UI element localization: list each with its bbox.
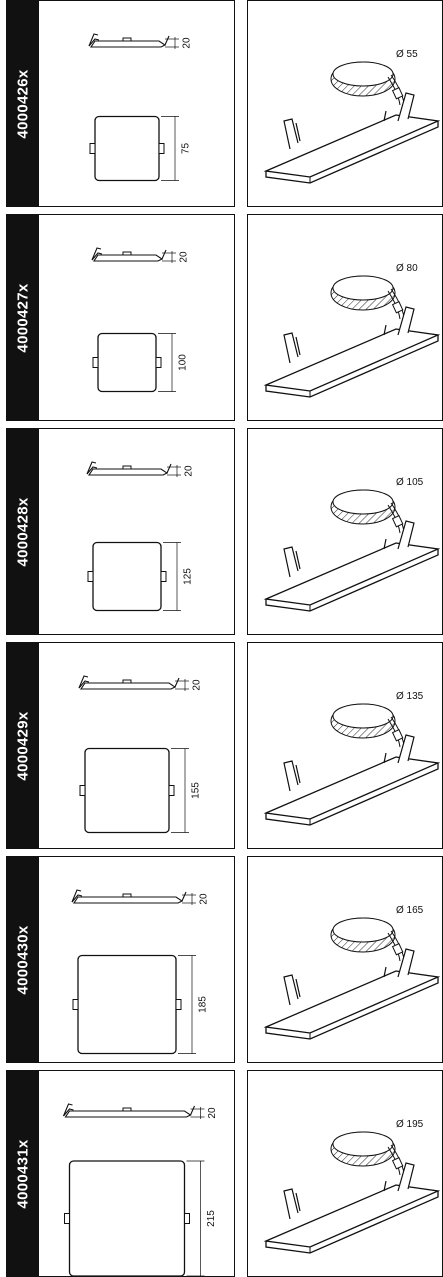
side-and-top-view-drawing: 20 215 xyxy=(62,1103,218,1276)
side-and-top-view-drawing: 20 185 xyxy=(71,889,210,1055)
product-code-tag: 4000431x xyxy=(7,1071,39,1276)
installation-illustration-panel: Ø 135 xyxy=(247,642,443,849)
side-and-top-view-drawing: 20 125 xyxy=(86,461,195,612)
cutout-diameter: Ø 195 xyxy=(396,1119,424,1130)
height-dimension: 20 xyxy=(192,679,203,691)
product-code: 4000430x xyxy=(14,924,32,995)
product-code-tag: 4000429x xyxy=(7,643,39,848)
height-dimension: 20 xyxy=(207,1107,218,1119)
cutout-diameter: Ø 165 xyxy=(396,905,424,916)
product-row: 4000429x 20 155 Ø 135 xyxy=(0,642,443,849)
recessed-panel-illustration: Ø 105 xyxy=(263,477,441,612)
dimension-drawing-panel: 4000428x 20 125 xyxy=(6,428,235,635)
height-dimension: 20 xyxy=(179,251,190,263)
cutout-diameter: Ø 55 xyxy=(396,49,418,60)
height-dimension: 20 xyxy=(182,37,193,49)
side-and-top-view-drawing: 20 155 xyxy=(78,675,203,834)
product-code-tag: 4000427x xyxy=(7,215,39,420)
cutout-diameter: Ø 135 xyxy=(396,691,424,702)
installation-illustration-panel: Ø 80 xyxy=(247,214,443,421)
width-dimension: 125 xyxy=(183,568,194,585)
height-dimension: 20 xyxy=(184,465,195,477)
product-code-tag: 4000430x xyxy=(7,857,39,1062)
recessed-panel-illustration: Ø 55 xyxy=(263,49,441,184)
recessed-panel-illustration: Ø 80 xyxy=(263,263,441,398)
product-code-tag: 4000428x xyxy=(7,429,39,634)
dimension-drawing-panel: 4000429x 20 155 xyxy=(6,642,235,849)
width-dimension: 100 xyxy=(178,354,189,371)
installation-illustration-panel: Ø 195 xyxy=(247,1070,443,1277)
product-row: 4000427x 20 100 Ø 80 xyxy=(0,214,443,421)
product-row: 4000431x 20 215 Ø 195 xyxy=(0,1070,443,1277)
product-code-tag: 4000426x xyxy=(7,1,39,206)
width-dimension: 185 xyxy=(198,996,209,1013)
dimension-drawing-panel: 4000430x 20 185 xyxy=(6,856,235,1063)
cutout-diameter: Ø 80 xyxy=(396,263,418,274)
width-dimension: 75 xyxy=(181,143,192,155)
dimension-drawing-panel: 4000427x 20 100 xyxy=(6,214,235,421)
installation-illustration-panel: Ø 165 xyxy=(247,856,443,1063)
side-and-top-view-drawing: 20 100 xyxy=(91,247,190,393)
product-code: 4000429x xyxy=(14,710,32,781)
product-code: 4000426x xyxy=(14,68,32,139)
product-code: 4000427x xyxy=(14,282,32,353)
recessed-panel-illustration: Ø 195 xyxy=(263,1119,441,1254)
installation-illustration-panel: Ø 105 xyxy=(247,428,443,635)
cutout-diameter: Ø 105 xyxy=(396,477,424,488)
product-code: 4000431x xyxy=(14,1138,32,1209)
dimension-drawing-panel: 4000431x 20 215 xyxy=(6,1070,235,1277)
product-row: 4000428x 20 125 Ø 105 xyxy=(0,428,443,635)
installation-illustration-panel: Ø 55 xyxy=(247,0,443,207)
recessed-panel-illustration: Ø 165 xyxy=(263,905,441,1040)
height-dimension: 20 xyxy=(199,893,210,905)
width-dimension: 215 xyxy=(206,1210,217,1227)
product-row: 4000430x 20 185 Ø 165 xyxy=(0,856,443,1063)
width-dimension: 155 xyxy=(191,782,202,799)
product-code: 4000428x xyxy=(14,496,32,567)
recessed-panel-illustration: Ø 135 xyxy=(263,691,441,826)
